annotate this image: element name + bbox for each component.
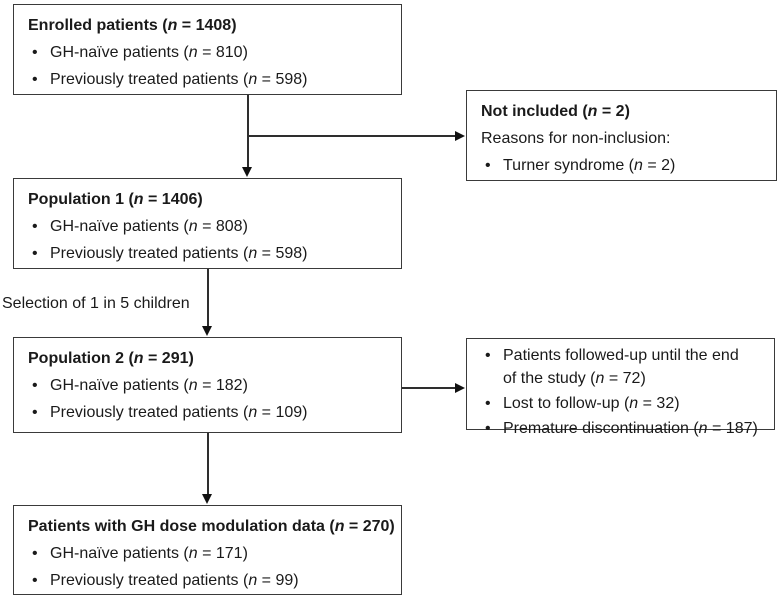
box-enrolled-patients: Enrolled patients (n = 1408) • GH-naïve p… bbox=[13, 4, 402, 95]
bullet-text: GH-naïve patients (n = 808) bbox=[50, 218, 248, 235]
bullet-list: • GH-naïve patients (n = 171) • Previously … bbox=[28, 540, 391, 594]
connector-population1-to-population2 bbox=[207, 269, 209, 327]
arrowhead-down-icon bbox=[202, 494, 212, 504]
bullet-icon: • bbox=[32, 245, 38, 262]
bullet-icon: • bbox=[32, 545, 38, 562]
bullet-text: GH-naïve patients (n = 171) bbox=[50, 545, 248, 562]
box-subtitle: Reasons for non-inclusion: bbox=[481, 130, 671, 147]
bullet-item: • Lost to follow-up (n = 32) bbox=[485, 392, 764, 415]
bullet-icon: • bbox=[32, 71, 38, 88]
bullet-text: Previously treated patients (n = 598) bbox=[50, 245, 308, 262]
arrowhead-right-icon bbox=[455, 382, 465, 393]
bullet-item: • GH-naïve patients (n = 808) bbox=[32, 213, 391, 240]
bullet-item: • Premature discontinuation (n = 187) bbox=[485, 417, 764, 440]
selection-label: Selection of 1 in 5 children bbox=[2, 295, 190, 312]
arrowhead-down-icon bbox=[242, 167, 252, 177]
box-not-included: Not included (n = 2) Reasons for non-inc… bbox=[466, 90, 777, 181]
bullet-text: Premature discontinuation (n = 187) bbox=[503, 420, 758, 437]
bullet-item: • GH-naïve patients (n = 171) bbox=[32, 540, 391, 567]
bullet-item: • Previously treated patients (n = 109) bbox=[32, 399, 391, 426]
bullet-text: Turner syndrome (n = 2) bbox=[503, 157, 676, 174]
bullet-text: Previously treated patients (n = 109) bbox=[50, 404, 308, 421]
bullet-list: • GH-naïve patients (n = 810) • Previously … bbox=[28, 39, 391, 93]
arrowhead-right-icon bbox=[455, 130, 465, 141]
bullet-icon: • bbox=[32, 404, 38, 421]
bullet-item: • Patients followed-up until the end of t… bbox=[485, 344, 764, 390]
bullet-item: • Previously treated patients (n = 598) bbox=[32, 240, 391, 267]
box-title: Population 2 (n = 291) bbox=[28, 350, 194, 367]
box-title: Patients with GH dose modulation data (n… bbox=[28, 518, 395, 535]
bullet-item: • Previously treated patients (n = 598) bbox=[32, 66, 391, 93]
bullet-text: Previously treated patients (n = 99) bbox=[50, 572, 299, 589]
bullet-item: • GH-naïve patients (n = 810) bbox=[32, 39, 391, 66]
bullet-icon: • bbox=[485, 395, 491, 412]
bullet-list: • GH-naïve patients (n = 182) • Previously … bbox=[28, 372, 391, 426]
box-followup-outcomes: • Patients followed-up until the end of t… bbox=[466, 338, 775, 437]
bullet-list: • Patients followed-up until the end of t… bbox=[481, 344, 764, 440]
box-population-1: Population 1 (n = 1406) • GH-naïve patien… bbox=[13, 178, 402, 269]
bullet-icon: • bbox=[485, 347, 491, 364]
bullet-text: GH-naïve patients (n = 810) bbox=[50, 44, 248, 61]
connector-to-not-included bbox=[247, 135, 456, 137]
bullet-icon: • bbox=[485, 157, 491, 174]
box-dose-modulation: Patients with GH dose modulation data (n… bbox=[13, 505, 402, 595]
connector-population2-to-followup bbox=[402, 387, 456, 389]
bullet-icon: • bbox=[32, 44, 38, 61]
box-population-2: Population 2 (n = 291) • GH-naïve patient… bbox=[13, 337, 402, 433]
bullet-text: Previously treated patients (n = 598) bbox=[50, 71, 308, 88]
bullet-icon: • bbox=[485, 420, 491, 437]
bullet-item: • Turner syndrome (n = 2) bbox=[485, 152, 766, 179]
bullet-icon: • bbox=[32, 218, 38, 235]
bullet-text: GH-naïve patients (n = 182) bbox=[50, 377, 248, 394]
bullet-list: • Turner syndrome (n = 2) bbox=[481, 152, 766, 179]
bullet-icon: • bbox=[32, 377, 38, 394]
bullet-item: • GH-naïve patients (n = 182) bbox=[32, 372, 391, 399]
arrowhead-down-icon bbox=[202, 326, 212, 336]
bullet-list: • GH-naïve patients (n = 808) • Previously … bbox=[28, 213, 391, 267]
connector-population2-to-modulation bbox=[207, 433, 209, 495]
bullet-text: Patients followed-up until the end of th… bbox=[503, 347, 739, 387]
bullet-item: • Previously treated patients (n = 99) bbox=[32, 567, 391, 594]
box-title: Not included (n = 2) bbox=[481, 103, 630, 120]
bullet-icon: • bbox=[32, 572, 38, 589]
connector-enrolled-to-population1 bbox=[247, 95, 249, 168]
box-title: Enrolled patients (n = 1408) bbox=[28, 17, 237, 34]
box-title: Population 1 (n = 1406) bbox=[28, 191, 203, 208]
bullet-text: Lost to follow-up (n = 32) bbox=[503, 395, 680, 412]
